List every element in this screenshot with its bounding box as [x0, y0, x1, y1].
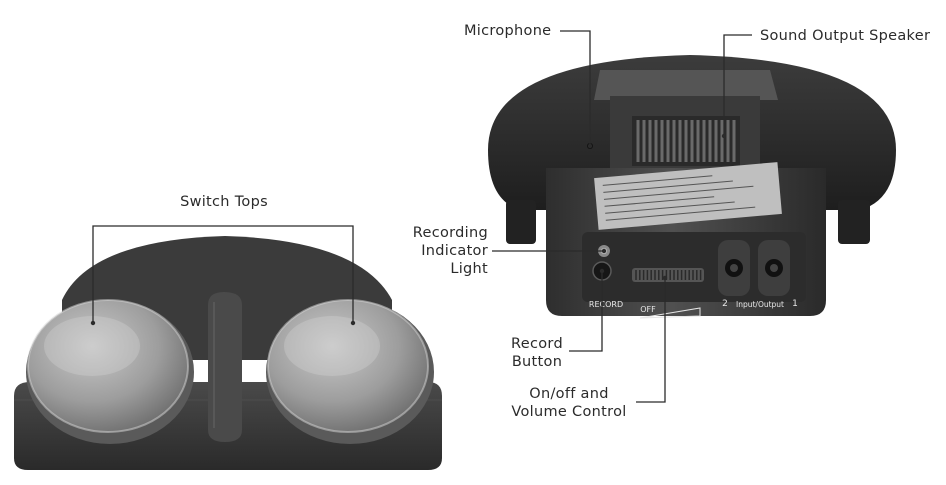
volume-wheel — [632, 268, 704, 282]
recording-indicator-line-3: Light — [450, 261, 488, 277]
port-2-marking: 2 — [722, 299, 728, 309]
record-button-leader — [569, 271, 603, 352]
recording-indicator-light-label: Recording Indicator Light — [382, 224, 488, 278]
recording-indicator-line-1: Recording — [412, 225, 488, 241]
recorder-device: RECORD OFF 2 Input/Output 1 — [488, 55, 896, 319]
instruction-label — [594, 162, 782, 230]
speaker-leader — [723, 34, 752, 136]
leader-dots — [90, 133, 727, 326]
label-text-line — [602, 175, 713, 186]
record-button-label: Record Button — [500, 335, 574, 371]
dual-switch-device — [14, 236, 442, 470]
label-text-line — [603, 180, 733, 193]
top-housing — [594, 70, 778, 100]
record-marking: RECORD — [589, 300, 623, 309]
onoff-volume-line-2: Volume Control — [511, 404, 627, 420]
label-text-line — [605, 201, 735, 214]
right-switch-top — [266, 299, 434, 444]
microphone-leader — [560, 30, 591, 146]
onoff-volume-line-1: On/off and — [529, 386, 609, 402]
left-foot — [506, 200, 536, 244]
volume-leader — [636, 278, 666, 403]
port-1-jack — [758, 240, 790, 296]
port-1-marking: 1 — [792, 299, 798, 309]
label-text-line — [605, 206, 756, 221]
input-output-marking: Input/Output — [736, 300, 784, 309]
microphone-label: Microphone — [464, 23, 552, 39]
left-switch-top — [26, 299, 194, 444]
label-text-line — [603, 185, 754, 200]
leader-lines — [92, 30, 752, 403]
record-button-line-2: Button — [511, 354, 563, 370]
switch-tops-label: Switch Tops — [180, 194, 268, 210]
switch-tops-leader — [92, 225, 354, 323]
volume-ramp-icon — [639, 307, 701, 319]
label-text-line — [604, 196, 715, 207]
record-button-line-1: Record — [511, 336, 563, 352]
port-2-jack — [718, 240, 750, 296]
sound-output-speaker-label: Sound Output Speaker — [760, 28, 931, 44]
center-divider — [208, 292, 242, 442]
speaker-grill — [632, 116, 740, 166]
off-marking: OFF — [640, 305, 656, 314]
onoff-volume-label: On/off and Volume Control — [506, 385, 632, 421]
recording-indicator-line-2: Indicator — [421, 243, 488, 259]
right-foot — [838, 200, 870, 244]
